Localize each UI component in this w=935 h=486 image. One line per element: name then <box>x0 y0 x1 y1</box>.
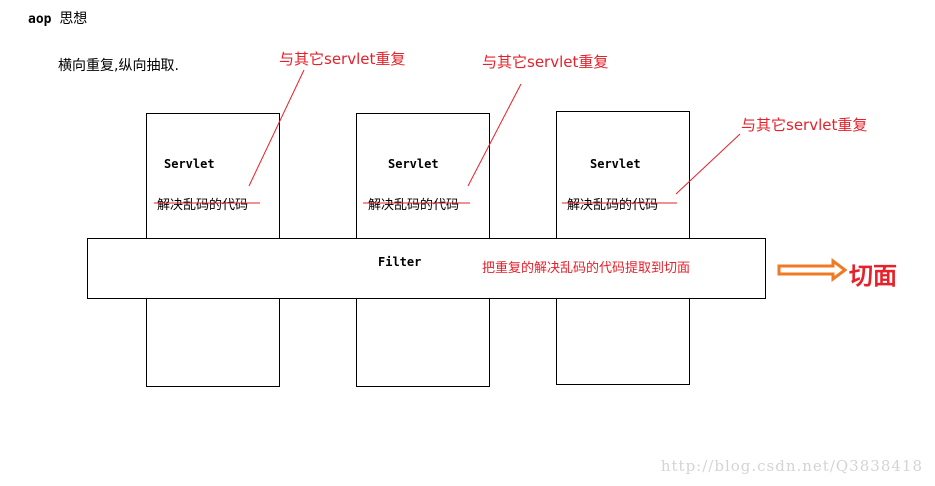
filter-note: 把重复的解决乱码的代码提取到切面 <box>482 261 691 276</box>
title-code: aop <box>28 12 52 27</box>
servlet-note-3: 与其它servlet重复 <box>741 116 868 134</box>
title-text: 思想 <box>59 11 88 27</box>
servlet-code-3: 解决乱码的代码 <box>567 198 659 213</box>
leader-line-1 <box>248 69 305 187</box>
filter-label: Filter <box>378 255 422 269</box>
subtitle: 横向重复,纵向抽取. <box>58 58 179 74</box>
watermark: http://blog.csdn.net/Q3838418 <box>660 457 923 475</box>
aspect-arrow-icon <box>777 258 848 282</box>
servlet-code-2: 解决乱码的代码 <box>368 198 460 213</box>
leader-line-3 <box>675 133 741 195</box>
servlet-label-2: Servlet <box>388 157 439 171</box>
servlet-label-1: Servlet <box>164 157 215 171</box>
filter-box <box>87 238 766 299</box>
servlet-note-1: 与其它servlet重复 <box>279 50 406 68</box>
aspect-label: 切面 <box>849 262 897 290</box>
servlet-code-1: 解决乱码的代码 <box>157 198 249 213</box>
servlet-label-3: Servlet <box>590 157 641 171</box>
page-title: aop 思想 <box>28 8 87 28</box>
leader-line-2 <box>467 83 522 187</box>
servlet-note-2: 与其它servlet重复 <box>482 53 609 71</box>
